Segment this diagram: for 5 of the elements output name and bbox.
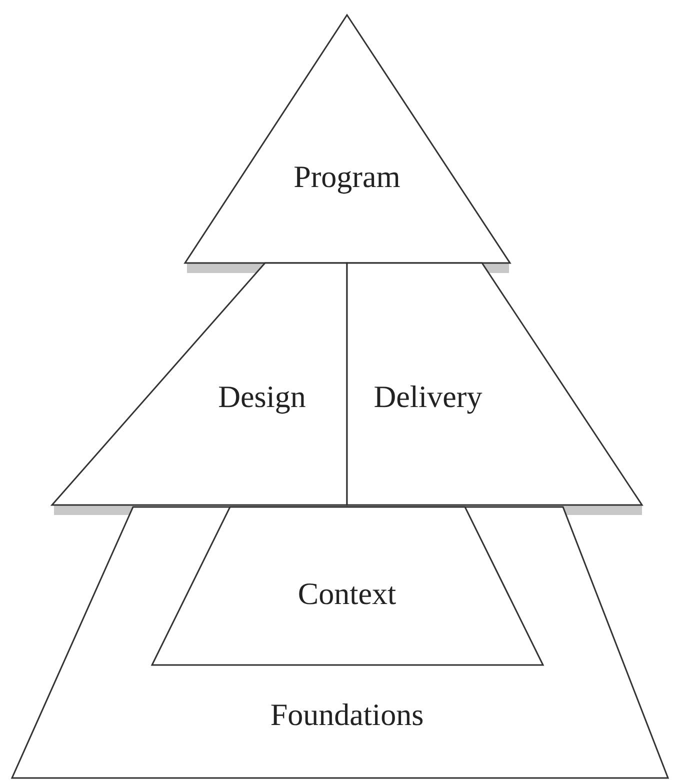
layer-label: Context	[298, 576, 396, 612]
layer-label: Foundations	[270, 698, 424, 732]
layer-label: Delivery	[374, 380, 482, 414]
layer-label: Design	[218, 380, 306, 414]
layer-label: Program	[294, 160, 400, 194]
